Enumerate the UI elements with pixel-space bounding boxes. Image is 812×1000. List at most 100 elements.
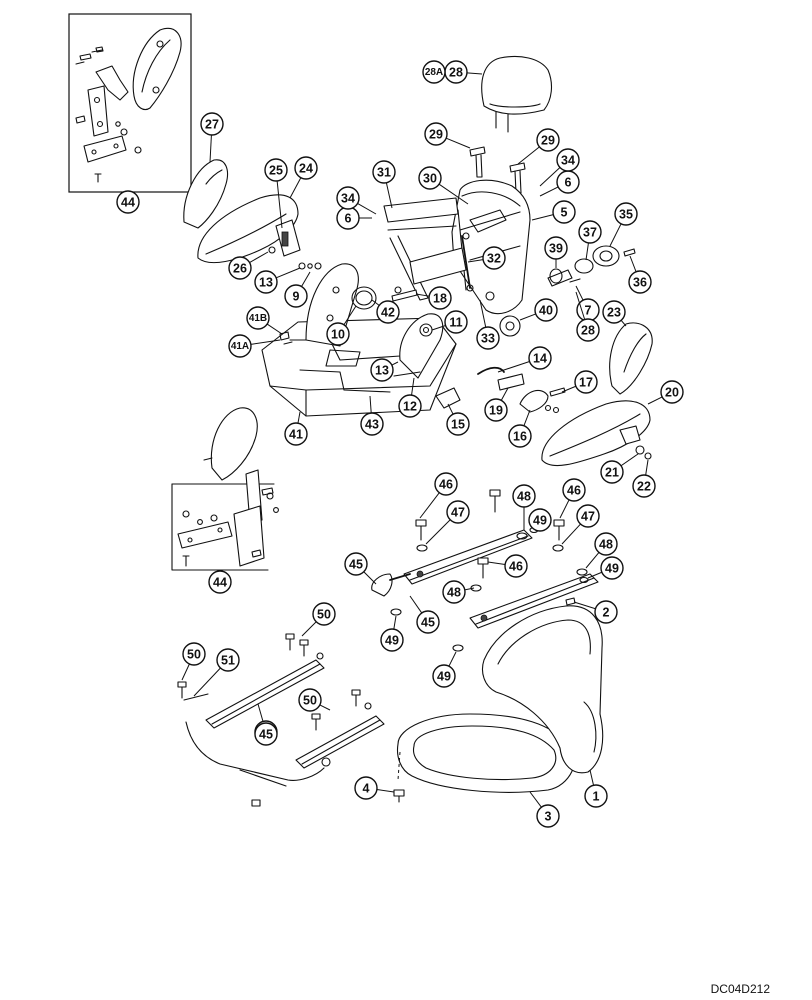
callout-label: 23 — [607, 306, 621, 320]
callout-circle — [528, 346, 552, 370]
callout-leader-line — [645, 459, 649, 476]
callout-circle — [476, 326, 500, 350]
callout-circle — [600, 460, 624, 484]
callout-circle — [208, 570, 232, 594]
callout-label: 5 — [561, 206, 568, 220]
callout-circle — [446, 500, 470, 524]
callout-label: 29 — [541, 134, 555, 148]
callout-label: 10 — [331, 328, 345, 342]
callout-circle — [116, 190, 140, 214]
callout-50b: 50 — [181, 642, 206, 681]
callout-label: 40 — [539, 304, 553, 318]
callout-circle — [298, 688, 322, 712]
callout-leader-line — [620, 320, 627, 327]
inset-armrest-bracket-detail — [68, 13, 192, 193]
callout-label: 31 — [377, 166, 391, 180]
callout-label: 46 — [567, 484, 581, 498]
callout-15: 15 — [446, 403, 470, 436]
callout-label: 41A — [231, 341, 249, 352]
callout-50a: 50 — [301, 602, 336, 637]
callout-leader-line — [573, 601, 596, 610]
callout-label: 41 — [289, 428, 303, 442]
callout-circle — [416, 610, 440, 634]
callout-leader-line — [517, 146, 540, 165]
callout-layer: 1234566791011121313141516171819202122232… — [116, 60, 684, 828]
callout-25: 25 — [264, 158, 288, 229]
callout-label: 20 — [665, 386, 679, 400]
callout-circle — [228, 334, 252, 358]
callout-46a: 46 — [419, 472, 458, 519]
callout-29b: 29 — [517, 128, 560, 165]
callout-circle — [254, 270, 278, 294]
callout-5: 5 — [531, 200, 576, 224]
callout-leader-line — [181, 663, 190, 681]
callout-leader-line — [620, 453, 639, 467]
callout-leader-line — [487, 561, 506, 565]
callout-leader-line — [276, 180, 283, 229]
callout-leader-line — [559, 499, 570, 519]
callout-33: 33 — [476, 299, 500, 350]
callout-41A: 41A — [228, 334, 281, 358]
callout-49d: 49 — [432, 651, 457, 688]
callout-circle — [354, 776, 378, 800]
callout-label: 27 — [205, 118, 219, 132]
callout-circle — [216, 648, 240, 672]
callout-41: 41 — [284, 411, 308, 446]
callout-29a: 29 — [424, 122, 471, 149]
callout-circle — [504, 554, 528, 578]
callout-leader-line — [575, 285, 584, 301]
callout-label: 45 — [259, 728, 273, 742]
callout-leader-line — [415, 293, 430, 297]
callout-label: 26 — [233, 262, 247, 276]
callout-circle — [528, 508, 552, 532]
callout-circle — [552, 200, 576, 224]
callout-circle — [294, 156, 318, 180]
height-adjust-linkage — [435, 366, 566, 414]
callout-circle — [312, 602, 336, 626]
callout-circle — [660, 380, 684, 404]
callout-27: 27 — [200, 112, 224, 163]
callout-17: 17 — [561, 370, 598, 394]
recline-knob-assembly — [547, 245, 636, 287]
callout-circle — [536, 128, 560, 152]
callout-11: 11 — [431, 310, 468, 334]
callout-circle — [442, 580, 466, 604]
callout-51: 51 — [193, 648, 240, 697]
callout-leader-line — [257, 703, 264, 722]
callout-21: 21 — [600, 453, 639, 484]
callout-47b: 47 — [561, 504, 600, 545]
callout-13b: 13 — [370, 358, 399, 382]
callout-leader-line — [249, 251, 269, 263]
callout-label: 21 — [605, 466, 619, 480]
callout-label: 14 — [533, 352, 547, 366]
callout-24: 24 — [289, 156, 318, 199]
slide-rails-lower — [177, 633, 385, 807]
callout-circle — [264, 158, 288, 182]
callout-49a: 49 — [528, 508, 552, 532]
callout-leader-line — [409, 595, 423, 614]
callout-leader-line — [466, 72, 483, 75]
callout-label: 11 — [449, 316, 462, 330]
slide-rails-upper — [371, 489, 599, 652]
callout-40: 40 — [519, 298, 558, 322]
callout-label: 44 — [121, 196, 135, 210]
callout-28b: 28 — [575, 291, 600, 342]
callout-1: 1 — [584, 769, 608, 808]
callout-circle — [422, 60, 446, 84]
callout-13a: 13 — [254, 267, 301, 294]
callout-circle — [284, 284, 308, 308]
callout-circle — [370, 358, 394, 382]
callout-leader-line — [266, 323, 283, 335]
callout-circle — [544, 236, 568, 260]
callout-22: 22 — [632, 459, 656, 498]
callout-6a: 6 — [539, 170, 580, 197]
callout-label: 6 — [345, 212, 352, 226]
callout-3: 3 — [529, 791, 560, 828]
callout-44b: 44 — [208, 570, 232, 594]
callout-label: 3 — [545, 810, 552, 824]
callout-leader-line — [467, 259, 484, 263]
callout-label: 50 — [187, 648, 201, 662]
callout-leader-line — [425, 519, 451, 545]
headrest — [481, 55, 553, 133]
